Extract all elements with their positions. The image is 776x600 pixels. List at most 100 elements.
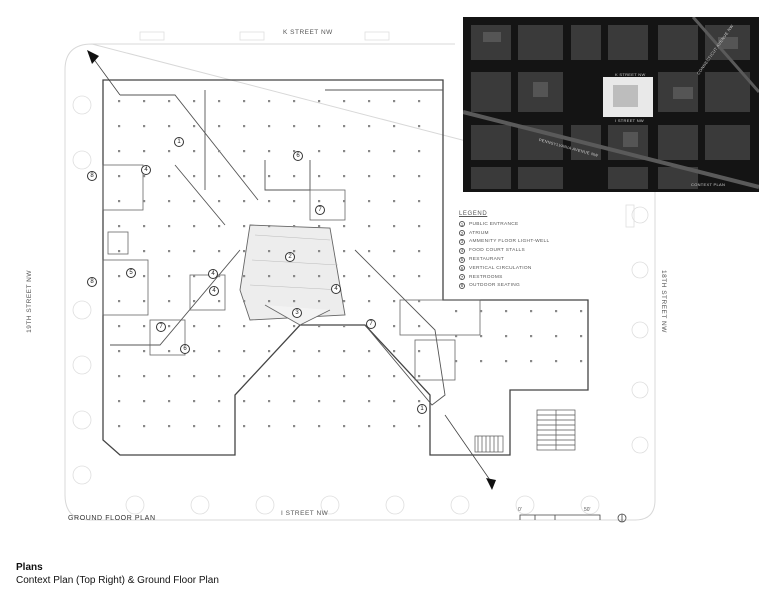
column-dot: [393, 300, 396, 303]
plan-marker-food-court: 4: [208, 269, 218, 279]
context-plan-label: CONTEXT PLAN: [691, 182, 726, 187]
column-dot: [343, 325, 346, 328]
column-dot: [293, 350, 296, 353]
column-dot: [118, 200, 121, 203]
column-dot: [268, 200, 271, 203]
column-dot: [343, 250, 346, 253]
column-dot: [168, 100, 171, 103]
column-dot: [455, 335, 458, 338]
column-dot: [218, 100, 221, 103]
column-dot: [530, 360, 533, 363]
column-dot: [143, 200, 146, 203]
caption-title: Plans: [16, 562, 43, 573]
column-dot: [268, 225, 271, 228]
column-dot: [318, 200, 321, 203]
column-dot: [168, 125, 171, 128]
column-dot: [368, 425, 371, 428]
column-dot: [343, 175, 346, 178]
column-dot: [118, 375, 121, 378]
column-dot: [343, 225, 346, 228]
column-dot: [143, 275, 146, 278]
atrium: [239, 224, 346, 321]
column-dot: [243, 375, 246, 378]
context-street-i: I STREET NW: [615, 118, 645, 123]
column-dot: [143, 100, 146, 103]
column-dot: [555, 360, 558, 363]
column-dot: [293, 275, 296, 278]
structural-column-grid: [118, 100, 583, 428]
column-dot: [293, 325, 296, 328]
column-dot: [418, 375, 421, 378]
column-dot: [368, 225, 371, 228]
column-dot: [555, 310, 558, 313]
column-dot: [418, 275, 421, 278]
column-dot: [218, 200, 221, 203]
column-dot: [418, 250, 421, 253]
column-dot: [193, 125, 196, 128]
column-dot: [318, 175, 321, 178]
column-dot: [243, 150, 246, 153]
column-dot: [318, 100, 321, 103]
column-dot: [318, 150, 321, 153]
legend-label: RESTROOMS: [469, 274, 503, 280]
plan-marker-atrium: 2: [285, 252, 295, 262]
site-curb-outline: [64, 43, 656, 521]
context-plan-aerial-map: K STREET NW I STREET NW PENNSYLVANIA AVE…: [463, 17, 759, 192]
legend-title: LEGEND: [459, 211, 488, 217]
column-dot: [368, 400, 371, 403]
plan-marker-food-court: 4: [141, 165, 151, 175]
plan-marker-restrooms: 7: [366, 319, 376, 329]
column-dot: [168, 300, 171, 303]
column-dot: [580, 310, 583, 313]
column-dot: [118, 150, 121, 153]
column-dot: [243, 250, 246, 253]
column-dot: [268, 100, 271, 103]
column-dot: [243, 400, 246, 403]
legend-number: 6: [459, 265, 465, 272]
column-dot: [168, 250, 171, 253]
column-dot: [393, 200, 396, 203]
column-dot: [218, 325, 221, 328]
column-dot: [318, 125, 321, 128]
column-dot: [418, 100, 421, 103]
column-dot: [143, 250, 146, 253]
column-dot: [418, 400, 421, 403]
column-dot: [318, 275, 321, 278]
scale-bar: [519, 513, 627, 523]
column-dot: [268, 300, 271, 303]
column-dot: [268, 325, 271, 328]
column-dot: [418, 150, 421, 153]
column-dot: [268, 350, 271, 353]
diagonal-concourse: [110, 94, 446, 406]
column-dot: [118, 125, 121, 128]
column-dot: [193, 175, 196, 178]
column-dot: [293, 225, 296, 228]
plan-marker-public-entrance: 1: [174, 137, 184, 147]
column-dot: [243, 275, 246, 278]
column-dot: [143, 375, 146, 378]
column-dot: [268, 250, 271, 253]
column-dot: [168, 350, 171, 353]
column-dot: [268, 375, 271, 378]
plan-marker-public-entrance: 1: [417, 404, 427, 414]
scale-start: 0': [518, 507, 522, 513]
legend-label: FOOD COURT STALLS: [469, 248, 526, 254]
column-dot: [505, 335, 508, 338]
column-dot: [393, 325, 396, 328]
column-dot: [368, 250, 371, 253]
legend-label: PUBLIC ENTRANCE: [469, 221, 519, 227]
column-dot: [505, 360, 508, 363]
north-entrance-arrow: [87, 50, 99, 64]
column-dot: [218, 150, 221, 153]
column-dot: [118, 250, 121, 253]
legend-number: 7: [459, 274, 465, 281]
column-dot: [243, 350, 246, 353]
column-dot: [393, 350, 396, 353]
legend-label: OUTDOOR SEATING: [469, 283, 521, 289]
stair-blocks: [474, 409, 576, 453]
